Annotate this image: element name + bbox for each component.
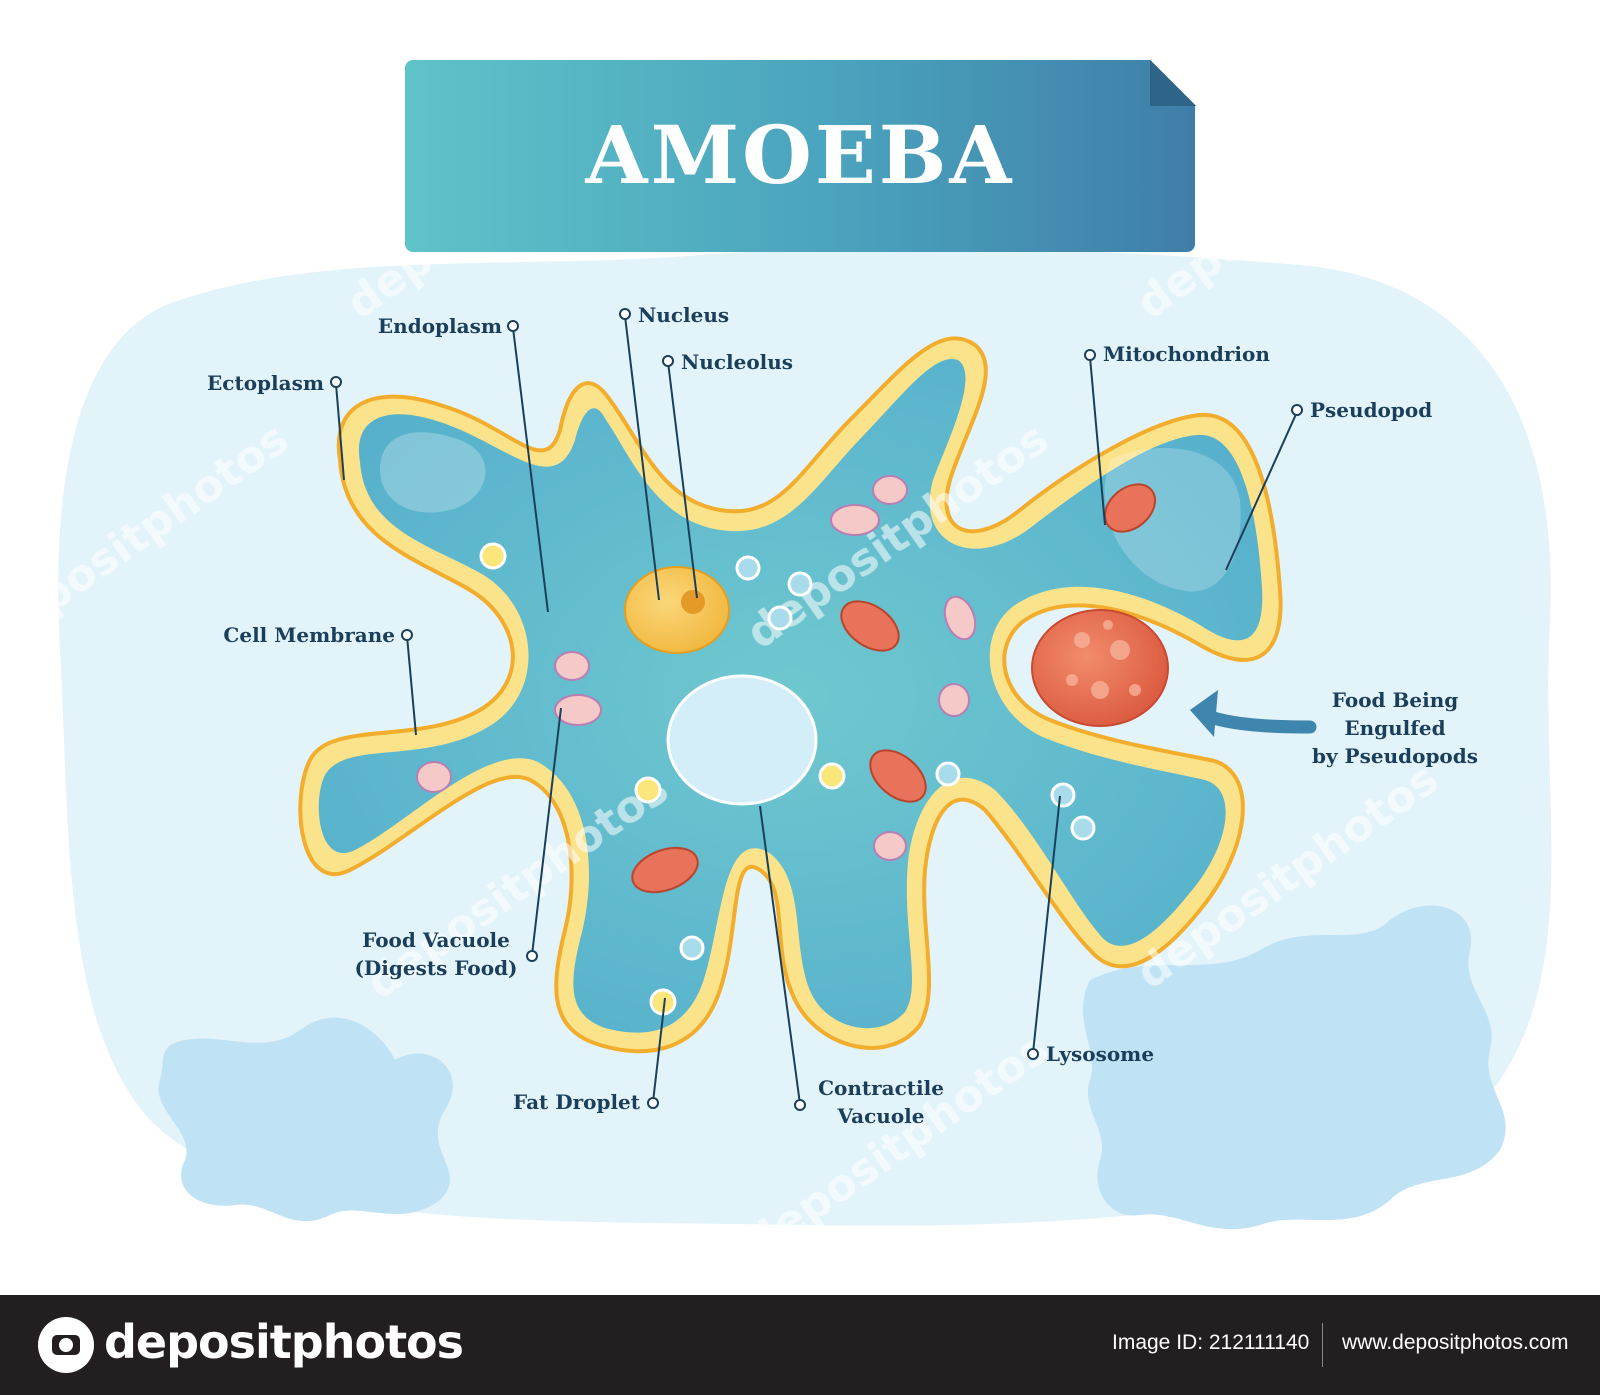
label-contractile-line1: Contractile [818, 1076, 944, 1100]
label-cell-membrane: Cell Membrane [223, 623, 395, 647]
mitochondrion [1103, 483, 1157, 533]
splash-left [158, 1017, 453, 1222]
lysosome [787, 571, 813, 597]
diagram-title: AMOEBA [585, 108, 1015, 202]
fat-droplet [634, 776, 662, 804]
label-lysosome: Lysosome [1046, 1042, 1155, 1066]
lysosomes-group [679, 555, 1096, 961]
label-food-vacuole: Food Vacuole (Digests Food) [350, 926, 522, 982]
arrow-head [1190, 690, 1218, 737]
title-banner-fold [1150, 60, 1196, 106]
splash-right [1082, 905, 1506, 1230]
label-fat-droplet: Fat Droplet [512, 1090, 640, 1114]
label-food-engulfed-line1: Food Being [1331, 688, 1459, 712]
food-vacuole [554, 651, 590, 681]
food-vacuole [938, 683, 970, 717]
food-vacuole [554, 694, 602, 726]
nucleus [624, 566, 730, 654]
label-nucleolus: Nucleolus [681, 350, 794, 374]
label-food-vacuole-line2: (Digests Food) [354, 956, 518, 980]
mitochondrion [840, 600, 900, 652]
footer-divider [1322, 1323, 1323, 1367]
label-food-being-engulfed: Food Being Engulfed by Pseudopods [1300, 686, 1490, 770]
highlight [380, 432, 486, 513]
food-vacuole [873, 831, 907, 861]
fat-droplets-group [479, 542, 846, 1016]
contractile-vacuole [666, 674, 818, 806]
label-ectoplasm: Ectoplasm [207, 371, 324, 395]
food-vacuole [872, 475, 908, 505]
leader-dots [330, 308, 1303, 1111]
nucleolus [681, 590, 705, 614]
food-particle [1031, 609, 1169, 727]
lysosome [1050, 782, 1076, 808]
label-endoplasm: Endoplasm [377, 314, 502, 338]
food-vacuole [416, 761, 452, 793]
food-texture [1066, 620, 1141, 699]
site-url[interactable]: www.depositphotos.com [1342, 1331, 1569, 1354]
footer-bar: depositphotos Image ID: 212111140 www.de… [0, 1295, 1600, 1395]
fat-droplet [479, 542, 507, 570]
camera-lens-icon [59, 1338, 73, 1352]
mitochondrion [869, 749, 927, 803]
lysosome [679, 935, 705, 961]
lysosome [935, 761, 961, 787]
diagram-canvas: depositphotos depositphotos depositphoto… [58, 60, 1552, 1230]
label-food-engulfed-line2: Engulfed [1344, 716, 1446, 740]
lysosome [735, 555, 761, 581]
label-nucleus: Nucleus [638, 303, 730, 327]
lysosome [1070, 815, 1096, 841]
mitochondria-group [631, 483, 1157, 894]
food-vacuole [830, 504, 880, 536]
image-id: Image ID: 212111140 [1112, 1331, 1310, 1354]
label-pseudopod: Pseudopod [1310, 398, 1433, 422]
leader-lines [335, 315, 1298, 1105]
fat-droplet [818, 762, 846, 790]
title-banner [405, 60, 1195, 252]
label-mitochondrion: Mitochondrion [1103, 342, 1270, 366]
lysosome [767, 605, 793, 631]
food-vacuole [943, 595, 977, 641]
brand-name: depositphotos [104, 1315, 464, 1369]
mitochondrion [631, 846, 699, 894]
label-food-vacuole-line1: Food Vacuole [362, 928, 510, 952]
food-vacuoles-group [416, 475, 977, 861]
label-contractile-vacuole: Contractile Vacuole [806, 1074, 956, 1130]
label-food-engulfed-line3: by Pseudopods [1311, 744, 1479, 768]
label-contractile-line2: Vacuole [837, 1104, 925, 1128]
